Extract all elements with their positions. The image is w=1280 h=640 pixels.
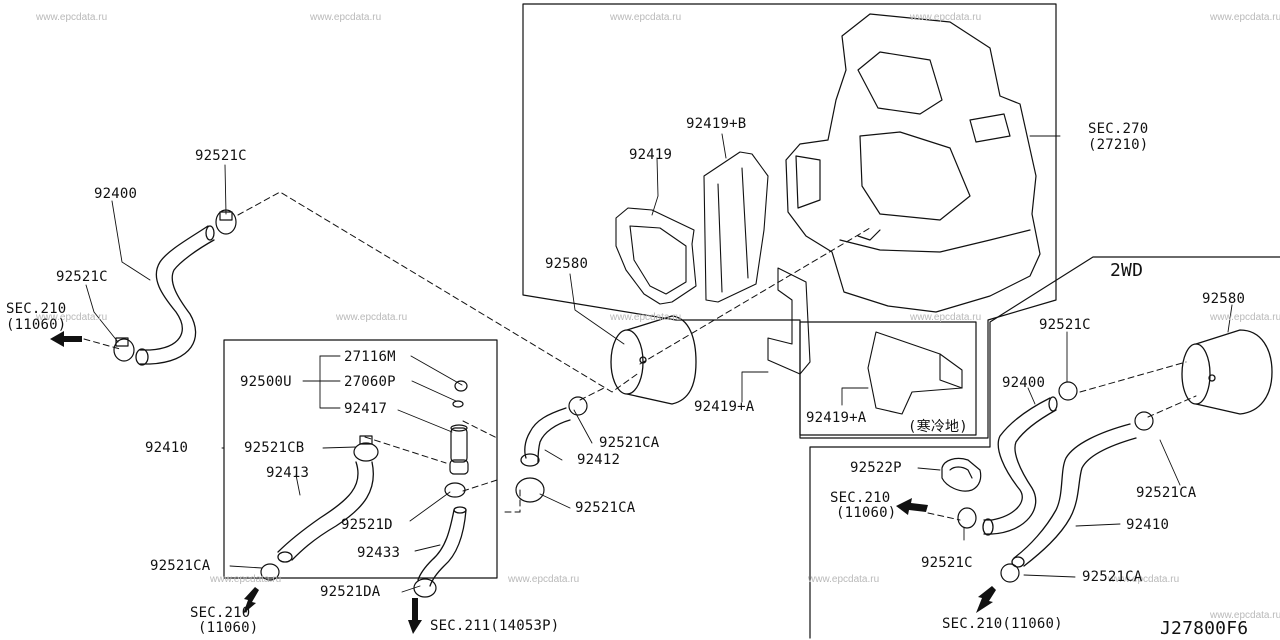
cold-region-note: (寒冷地) [908,419,968,435]
section-ref-210[interactable]: SEC.210 [830,490,891,506]
frame-lines [223,3,1280,639]
part-label-92419B[interactable]: 92419+B [686,116,747,132]
watermark: www.epcdata.ru [610,12,682,23]
bracket-92419B [703,151,769,303]
part-label-92521CA[interactable]: 92521CA [599,435,660,451]
watermark: www.epcdata.ru [910,12,982,23]
part-label-92410[interactable]: 92410 [145,440,189,456]
part-label-92521CA[interactable]: 92521CA [150,558,211,574]
part-label-92521D[interactable]: 92521D [341,517,393,533]
hose-92413 [277,461,374,563]
leader-lines [85,133,1233,593]
part-92417 [449,380,469,475]
section-ref-210[interactable]: SEC.210 [6,301,67,317]
watermark: www.epcdata.ru [1108,574,1180,585]
section-ref-270[interactable]: SEC.270 [1088,121,1149,137]
hose-92410-right [1011,423,1137,568]
section-ref-210-code: (11060) [198,620,259,636]
watermark: www.epcdata.ru [808,574,880,585]
part-label-92417[interactable]: 92417 [344,401,388,417]
watermark: www.epcdata.ru [336,312,408,323]
filter-92580-left [610,315,697,405]
watermark: www.epcdata.ru [1210,312,1280,323]
section-ref-210-code: (11060) [836,505,897,521]
part-label-92419[interactable]: 92419 [629,147,673,163]
section-ref-210-code: (11060) [6,317,67,333]
watermark: www.epcdata.ru [36,312,108,323]
part-label-92521CB[interactable]: 92521CB [244,440,305,456]
variant-label-2wd: 2WD [1110,260,1144,281]
part-label-27116M[interactable]: 27116M [344,349,396,365]
filter-92580-right [1181,329,1273,415]
watermark: www.epcdata.ru [36,12,108,23]
part-label-92522P[interactable]: 92522P [850,460,902,476]
part-label-92521CA[interactable]: 92521CA [575,500,636,516]
bracket-92419A-cold [867,331,963,415]
section-ref-211[interactable]: SEC.211(14053P) [430,618,560,634]
watermark: www.epcdata.ru [310,12,382,23]
watermark: www.epcdata.ru [508,574,580,585]
hose-92412 [520,407,571,467]
bracket-92419 [615,207,697,305]
watermark: www.epcdata.ru [1210,610,1280,621]
part-label-92580[interactable]: 92580 [545,256,589,272]
part-label-92413[interactable]: 92413 [266,465,310,481]
part-label-92521DA[interactable]: 92521DA [320,584,381,600]
part-label-92521C[interactable]: 92521C [921,555,973,571]
part-label-92400[interactable]: 92400 [94,186,138,202]
arrows [50,331,996,634]
part-label-92410[interactable]: 92410 [1126,517,1170,533]
clamps [113,209,1154,598]
part-label-92400[interactable]: 92400 [1002,375,1046,391]
part-label-92521C[interactable]: 92521C [1039,317,1091,333]
diagram-code: J27800F6 [1160,618,1249,639]
section-ref-210[interactable]: SEC.210 [190,605,251,621]
part-label-92412[interactable]: 92412 [577,452,621,468]
watermark: www.epcdata.ru [210,574,282,585]
section-ref-210[interactable]: SEC.210(11060) [942,616,1063,632]
part-label-92521C[interactable]: 92521C [56,269,108,285]
hose-92400-left [135,225,215,366]
part-label-92580[interactable]: 92580 [1202,291,1246,307]
heater-unit [785,13,1041,313]
part-label-27060P[interactable]: 27060P [344,374,396,390]
watermark: www.epcdata.ru [910,312,982,323]
watermark: www.epcdata.ru [610,312,682,323]
part-label-92419A[interactable]: 92419+A [694,399,755,415]
watermark: www.epcdata.ru [1210,12,1280,23]
part-label-92419A[interactable]: 92419+A [806,410,867,426]
part-label-92521C[interactable]: 92521C [195,148,247,164]
part-label-92521CA[interactable]: 92521CA [1082,569,1143,585]
section-ref-270-code: (27210) [1088,137,1149,153]
part-label-92521CA[interactable]: 92521CA [1136,485,1197,501]
bracket-92419A [767,267,811,375]
part-label-92433[interactable]: 92433 [357,545,401,561]
dashed-guides [83,191,1197,521]
hose-92433 [417,506,467,587]
clip-92522P [941,457,982,492]
part-label-92500U[interactable]: 92500U [240,374,292,390]
hose-92400-right [982,396,1058,536]
